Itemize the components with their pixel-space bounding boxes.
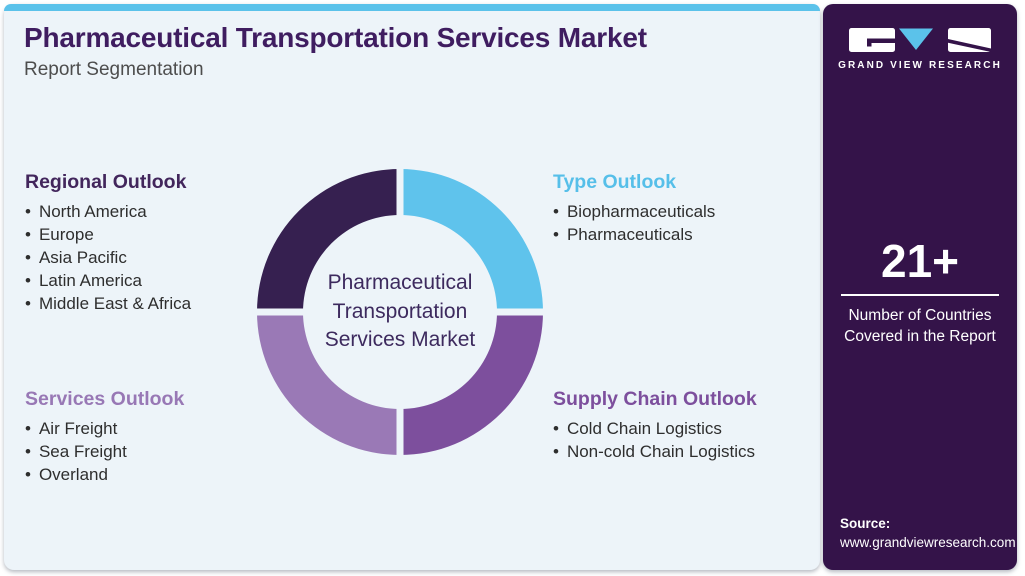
accent-strip: [4, 4, 820, 11]
source-label: Source:: [840, 516, 891, 531]
type-outlook-list: Biopharmaceuticals Pharmaceuticals: [553, 200, 818, 246]
donut-segment-type-outlook: [400, 169, 543, 312]
gvr-logo: GRAND VIEW RESEARCH: [823, 28, 1017, 71]
header: Pharmaceutical Transportation Services M…: [24, 22, 647, 81]
source-url: www.grandviewresearch.com: [840, 535, 1016, 550]
donut-segment-services-outlook: [257, 312, 400, 455]
stat-divider: [841, 294, 999, 296]
page-title: Pharmaceutical Transportation Services M…: [24, 22, 647, 53]
supply-chain-outlook-heading: Supply Chain Outlook: [553, 388, 757, 410]
gvr-logo-caption: GRAND VIEW RESEARCH: [838, 60, 1002, 71]
donut-svg: [250, 162, 550, 462]
donut-chart: Pharmaceutical Transportation Services M…: [250, 162, 550, 462]
gvr-logo-icon: [849, 28, 991, 52]
type-outlook-heading: Type Outlook: [553, 171, 677, 193]
list-item: Cold Chain Logistics: [553, 417, 818, 440]
list-item: Europe: [25, 223, 290, 246]
source-block: Source: www.grandviewresearch.com: [840, 514, 1016, 552]
regional-outlook-list: North America Europe Asia Pacific Latin …: [25, 200, 290, 315]
section-regional-outlook: Regional Outlook North America Europe As…: [25, 171, 290, 315]
sidebar: GRAND VIEW RESEARCH 21+ Number of Countr…: [823, 4, 1017, 570]
regional-outlook-heading: Regional Outlook: [25, 171, 187, 193]
section-supply-chain-outlook: Supply Chain Outlook Cold Chain Logistic…: [553, 388, 818, 463]
list-item: Pharmaceuticals: [553, 223, 818, 246]
main-card: Pharmaceutical Transportation Services M…: [4, 4, 820, 570]
donut-segment-supply-chain-outlook: [400, 312, 543, 455]
list-item: Overland: [25, 463, 290, 486]
supply-chain-outlook-list: Cold Chain Logistics Non-cold Chain Logi…: [553, 417, 818, 463]
list-item: Biopharmaceuticals: [553, 200, 818, 223]
list-item: Air Freight: [25, 417, 290, 440]
stat-caption-line: Covered in the Report: [844, 328, 996, 345]
countries-stat: 21+ Number of Countries Covered in the R…: [823, 234, 1017, 347]
list-item: Sea Freight: [25, 440, 290, 463]
stat-caption-line: Number of Countries: [848, 307, 992, 324]
list-item: Middle East & Africa: [25, 292, 290, 315]
list-item: Asia Pacific: [25, 246, 290, 269]
segment-gap-horizontal: [250, 308, 550, 316]
list-item: Non-cold Chain Logistics: [553, 440, 818, 463]
list-item: North America: [25, 200, 290, 223]
page-subtitle: Report Segmentation: [24, 59, 204, 80]
section-type-outlook: Type Outlook Biopharmaceuticals Pharmace…: [553, 171, 818, 246]
list-item: Latin America: [25, 269, 290, 292]
donut-segment-regional-outlook: [257, 169, 400, 312]
stat-value: 21+: [880, 235, 960, 287]
services-outlook-heading: Services Outlook: [25, 388, 185, 410]
section-services-outlook: Services Outlook Air Freight Sea Freight…: [25, 388, 290, 486]
services-outlook-list: Air Freight Sea Freight Overland: [25, 417, 290, 486]
